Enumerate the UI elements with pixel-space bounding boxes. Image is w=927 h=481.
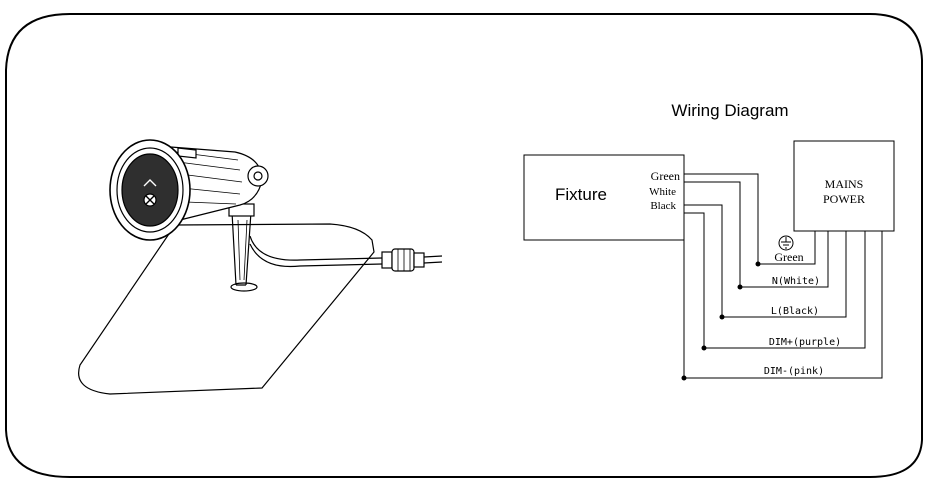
wire-label-dim-minus: DIM-(pink) (764, 366, 824, 377)
wire-dim-minus (683, 229, 883, 379)
wire-label-neutral: N(White) (772, 276, 820, 287)
terminal-green-label: Green (651, 169, 680, 183)
mains-label-line1: MAINS (825, 177, 864, 191)
fixture-box (523, 154, 685, 241)
rounded-border (5, 13, 923, 478)
terminal-white-label: White (649, 186, 676, 198)
mains-label-line2: POWER (823, 192, 865, 206)
wiring-lines (683, 173, 883, 379)
cable (249, 235, 383, 268)
wire-neutral (684, 181, 829, 288)
junction-dots (681, 261, 761, 381)
diagram-title: Wiring Diagram (671, 101, 788, 120)
mains-power-box (793, 140, 895, 232)
ground-slab (78, 223, 375, 395)
stake-hole (230, 282, 258, 292)
cable-connector (381, 248, 443, 272)
stake (231, 211, 252, 286)
wire-dim-plus (684, 212, 866, 349)
wire-label-dim-plus: DIM+(purple) (769, 337, 841, 348)
fixture-label: Fixture (555, 185, 607, 204)
ground-wire-label: Green (774, 250, 803, 264)
wire-label-line: L(Black) (771, 306, 819, 317)
ground-icon (778, 235, 794, 251)
fixture-illustration (78, 139, 443, 395)
wire-line (684, 204, 847, 318)
wire-ground (684, 173, 816, 265)
terminal-black-label: Black (650, 200, 676, 212)
